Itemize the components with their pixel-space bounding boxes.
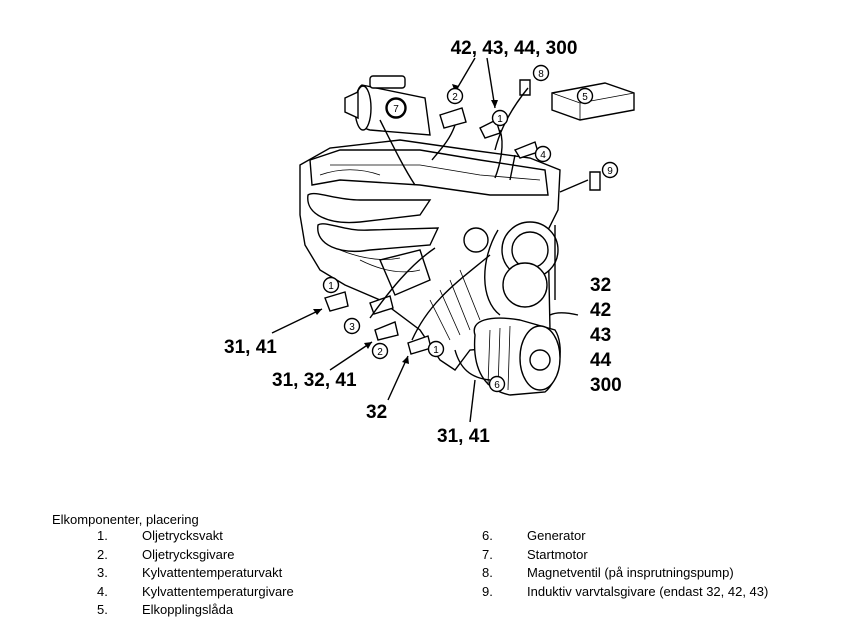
callout-9: 9 xyxy=(601,161,619,179)
svg-text:8: 8 xyxy=(538,69,544,80)
label-left-3141: 31, 41 xyxy=(224,337,277,358)
label-right-32: 32 xyxy=(590,275,611,296)
svg-text:3: 3 xyxy=(349,322,355,333)
legend-right: 6.Generator 7.Startmotor 8.Magnetventil … xyxy=(482,528,852,602)
starter-motor xyxy=(344,75,431,136)
svg-text:9: 9 xyxy=(607,166,613,177)
svg-text:2: 2 xyxy=(452,92,458,103)
svg-text:6: 6 xyxy=(494,380,500,391)
label-right-44: 44 xyxy=(590,350,612,371)
callout-2-bottom: 2 xyxy=(371,342,389,360)
label-right-42: 42 xyxy=(590,300,611,321)
svg-text:1: 1 xyxy=(328,281,334,292)
legend-item: 3.Kylvattentemperaturvakt xyxy=(97,565,283,580)
callout-3: 3 xyxy=(343,317,361,335)
callout-1-top: 1 xyxy=(491,109,509,127)
label-top: 42, 43, 44, 300 xyxy=(451,38,578,59)
label-right-43: 43 xyxy=(590,325,611,346)
legend-item: 2.Oljetrycksgivare xyxy=(97,546,235,562)
label-bottom-3141: 31, 41 xyxy=(437,426,490,447)
label-right-300: 300 xyxy=(590,375,622,396)
callout-circles: 7 2 1 8 5 4 9 1 xyxy=(322,64,619,393)
callout-2-top: 2 xyxy=(446,87,464,105)
figure-caption: Elkomponenter, placering xyxy=(52,512,199,527)
legend-item: 4.Kylvattentemperaturgivare xyxy=(97,583,294,599)
label-left-313241: 31, 32, 41 xyxy=(272,370,357,391)
legend-item: 7.Startmotor xyxy=(482,546,588,562)
label-bottom-32: 32 xyxy=(366,402,387,423)
svg-text:2: 2 xyxy=(377,347,383,358)
legend-item: 1.Oljetrycksvakt xyxy=(97,528,223,543)
svg-text:1: 1 xyxy=(433,345,439,356)
engine-diagram: 7 2 1 8 5 4 9 1 xyxy=(224,38,635,447)
legend-item: 6.Generator xyxy=(482,528,586,543)
svg-text:1: 1 xyxy=(497,114,503,125)
engine-drawing xyxy=(299,139,561,371)
legend-item: 5.Elkopplingslåda xyxy=(97,602,234,617)
svg-text:7: 7 xyxy=(393,104,399,115)
junction-box xyxy=(551,82,635,121)
svg-text:4: 4 xyxy=(540,150,546,161)
callout-1-bottom: 1 xyxy=(427,340,445,358)
callout-7: 7 xyxy=(386,98,406,118)
callout-4: 4 xyxy=(534,145,552,163)
callout-8: 8 xyxy=(532,64,550,82)
svg-text:5: 5 xyxy=(582,92,588,103)
model-labels: 42, 43, 44, 300 32 42 43 44 300 31, 41 3… xyxy=(224,38,622,447)
legend-item: 9.Induktiv varvtalsgivare (endast 32, 42… xyxy=(482,583,769,599)
callout-6: 6 xyxy=(488,375,506,393)
legend-left: 1.Oljetrycksvakt 2.Oljetrycksgivare 3.Ky… xyxy=(97,528,417,621)
generator xyxy=(473,317,561,396)
legend-item: 8.Magnetventil (på insprutningspump) xyxy=(482,565,734,580)
callout-1-left: 1 xyxy=(322,276,340,294)
callout-5: 5 xyxy=(576,87,594,105)
